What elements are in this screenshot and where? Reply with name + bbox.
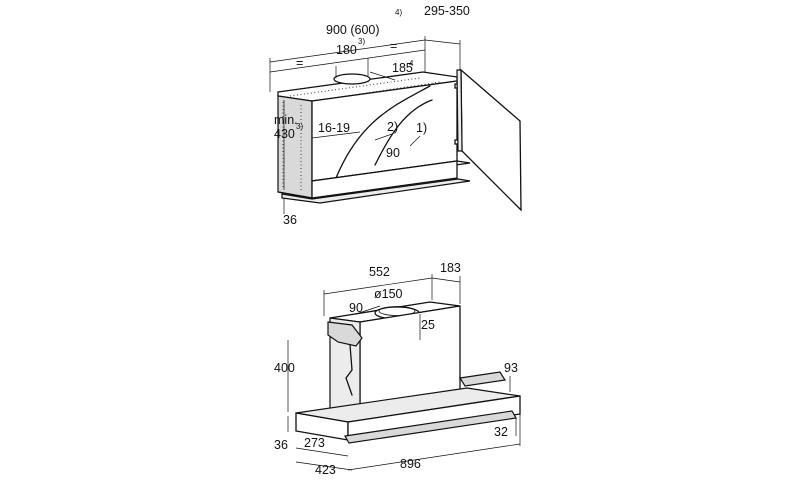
label-93: 93 [504, 361, 518, 375]
label-depth: 295-350 [424, 4, 470, 18]
label-423: 423 [315, 463, 336, 477]
label-552: 552 [369, 265, 390, 279]
cabinet-door-edge [456, 69, 463, 152]
label-height-note: 3) [296, 122, 303, 131]
dim-183 [431, 277, 461, 283]
dim-273 [295, 447, 349, 457]
callout-2: 2) [387, 120, 398, 134]
label-equal-left: = [296, 56, 303, 70]
filter-strip [459, 371, 506, 387]
label-height: 430 [274, 127, 295, 141]
dim-423 [295, 461, 353, 471]
hood-panel-top [281, 178, 471, 204]
leader-2 [374, 133, 393, 141]
label-base-36: 36 [274, 438, 288, 452]
label-width-note: 4) [395, 8, 402, 17]
duct-arc [335, 85, 431, 179]
cabinet-front-edge [277, 160, 458, 199]
label-base: 36 [283, 213, 297, 227]
cabinet-door [460, 68, 522, 212]
label-offset: 185 [392, 61, 413, 75]
dim-inner [311, 131, 361, 139]
hood-unit-drawing: 552 183 ø150 90 25 400 93 36 273 423 32 … [274, 261, 521, 477]
dim-185 [369, 71, 396, 81]
dim-90 [355, 305, 381, 315]
duct-cutout [333, 73, 371, 85]
label-equal-right: = [390, 39, 397, 53]
label-duct-height: 25 [421, 318, 435, 332]
label-height-400: 400 [274, 361, 295, 375]
dim-896 [347, 443, 521, 471]
label-896: 896 [400, 457, 421, 471]
label-duct: ø150 [374, 287, 403, 301]
label-duct-offset: 90 [349, 301, 363, 315]
dim-depth [424, 39, 461, 45]
dim-552 [323, 277, 433, 295]
cabinet-top-dots [289, 77, 421, 97]
label-min: min. [274, 113, 298, 127]
duct-arc-inner [374, 99, 433, 166]
label-inner: 16-19 [318, 121, 350, 135]
dim-halves [269, 49, 426, 73]
callout-1: 1) [416, 121, 427, 135]
label-bottom: 90 [386, 146, 400, 160]
label-cutout-note: 3) [358, 37, 365, 46]
label-cutout: 180 [336, 43, 357, 57]
label-183: 183 [440, 261, 461, 275]
label-273: 273 [304, 436, 325, 450]
label-width: 900 (600) [326, 23, 380, 37]
wall-cabinet-drawing: 900 (600) 4) 295-350 180 3) = = 185 4 mi… [269, 4, 522, 227]
bracket-arm [345, 344, 353, 396]
label-32: 32 [494, 425, 508, 439]
mount-bracket [327, 321, 363, 347]
leader-1 [409, 135, 421, 147]
label-offset-note: 4 [409, 59, 414, 68]
dim-900 [269, 39, 426, 63]
